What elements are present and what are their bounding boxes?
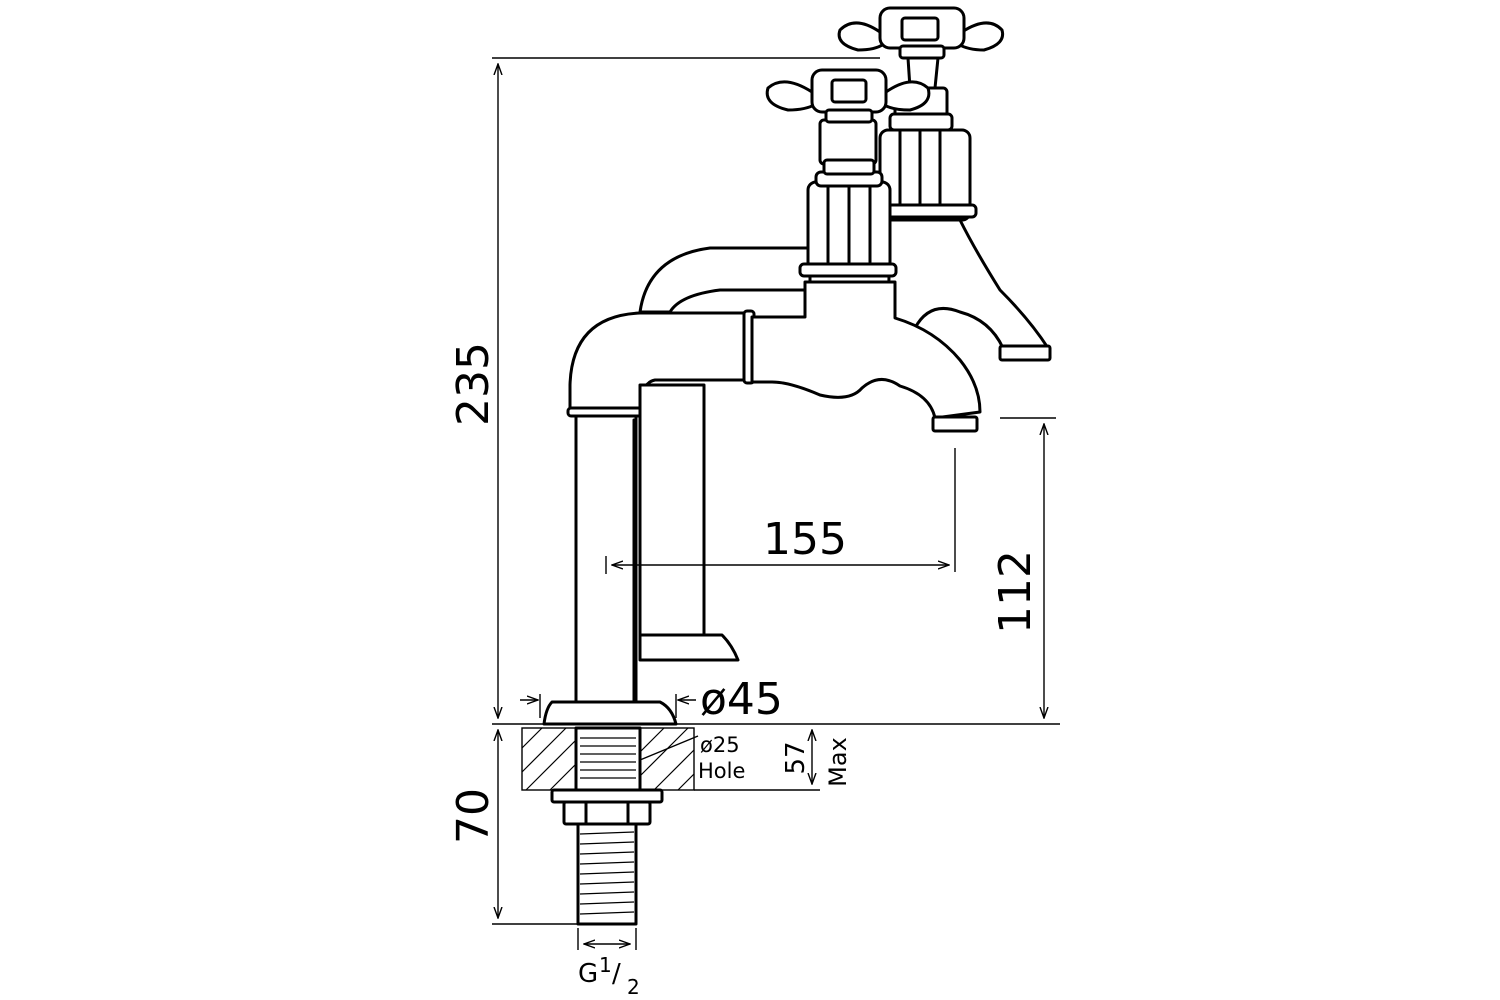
dim-hole-diameter: ø25 — [700, 733, 740, 757]
threaded-shank — [574, 726, 642, 792]
base-flange — [542, 700, 678, 726]
thread-numerator: 1 — [599, 953, 612, 977]
dim-thread-size: G 1 / 2 — [578, 953, 640, 999]
dim-total-height: 235 — [448, 342, 499, 426]
rear-crosshead-handle — [837, 6, 1005, 90]
dim-spout-reach: 155 — [763, 514, 847, 565]
rear-elbow — [638, 246, 812, 314]
thread-slash: / — [612, 959, 621, 989]
dim-spout-height: 112 — [990, 550, 1041, 634]
front-crosshead-handle — [765, 68, 931, 124]
back-nut — [550, 788, 664, 804]
dim-deck-thickness: 57 — [781, 741, 811, 774]
dim-hole-label: Hole — [698, 759, 745, 783]
thread-denominator: 2 — [627, 975, 640, 999]
dim-tail-length: 70 — [448, 788, 499, 844]
rear-tap — [638, 6, 1052, 362]
front-spout — [750, 280, 982, 420]
thread-g: G — [578, 959, 598, 989]
dimension-lines — [492, 57, 1060, 950]
tail-thread — [576, 822, 638, 926]
dim-deck-thickness-note: Max — [824, 737, 852, 787]
deck-section — [521, 726, 695, 926]
dim-base-diameter: ø45 — [700, 674, 783, 725]
